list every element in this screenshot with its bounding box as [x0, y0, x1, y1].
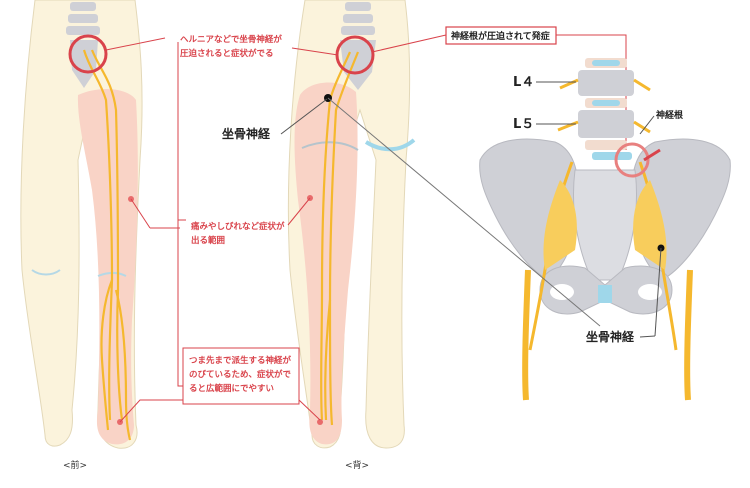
l5-label: L５	[513, 117, 534, 132]
pain-range-line1: 痛みやしびれなど症状が	[190, 221, 285, 232]
back-glute-line	[301, 141, 359, 151]
pelvis-compression-circle	[614, 142, 650, 178]
front-figure: <前>	[20, 0, 143, 471]
back-figure: <背>	[287, 0, 416, 471]
back-pain-region	[294, 82, 358, 445]
back-glute-line-right	[364, 138, 416, 152]
back-toe-dot	[317, 419, 323, 425]
hernia-note-line2: 圧迫されると症状がでる	[180, 48, 274, 59]
back-sciatic-nerve	[320, 51, 360, 426]
toe-note-line1: つま先まで派生する神経が	[189, 355, 292, 366]
l4-label: L４	[513, 75, 534, 90]
front-caption: <前>	[63, 459, 87, 471]
front-knee-line-left	[31, 269, 61, 276]
front-compression-circle	[68, 34, 108, 74]
nerve-root-label: 神経根	[656, 109, 684, 121]
back-caption: <背>	[345, 459, 369, 471]
pain-range-line2: 出る範囲	[191, 235, 225, 246]
sciatic-nerve-label-back: 坐骨神経	[222, 126, 271, 141]
compression-arrow	[643, 148, 661, 162]
sacral-plexus-left	[543, 180, 577, 270]
front-sciatic-nerve	[82, 49, 132, 441]
sacrum	[573, 169, 637, 281]
hernia-note-line1: ヘルニアなどで坐骨神経が	[180, 34, 282, 45]
pelvis-figure: 神経根が圧迫されて発症	[327, 26, 731, 401]
root-compressed-label: 神経根が圧迫されて発症	[451, 30, 550, 42]
toe-note-box	[182, 347, 300, 405]
front-spine	[66, 2, 100, 88]
front-pain-region	[77, 88, 138, 445]
sciatic-nerve-label-pelvis: 坐骨神経	[586, 329, 635, 344]
toe-note-line2: のびているため、症状がで	[189, 369, 292, 380]
toe-note-line3: ると広範囲にでやすい	[189, 383, 274, 394]
connector-back-to-pelvis	[327, 97, 601, 327]
center-callouts: ヘルニアなどで坐骨神経が 圧迫されると症状がでる 坐骨神経 痛みやしびれなど症状…	[105, 34, 339, 423]
lumbar-spine	[578, 58, 634, 160]
